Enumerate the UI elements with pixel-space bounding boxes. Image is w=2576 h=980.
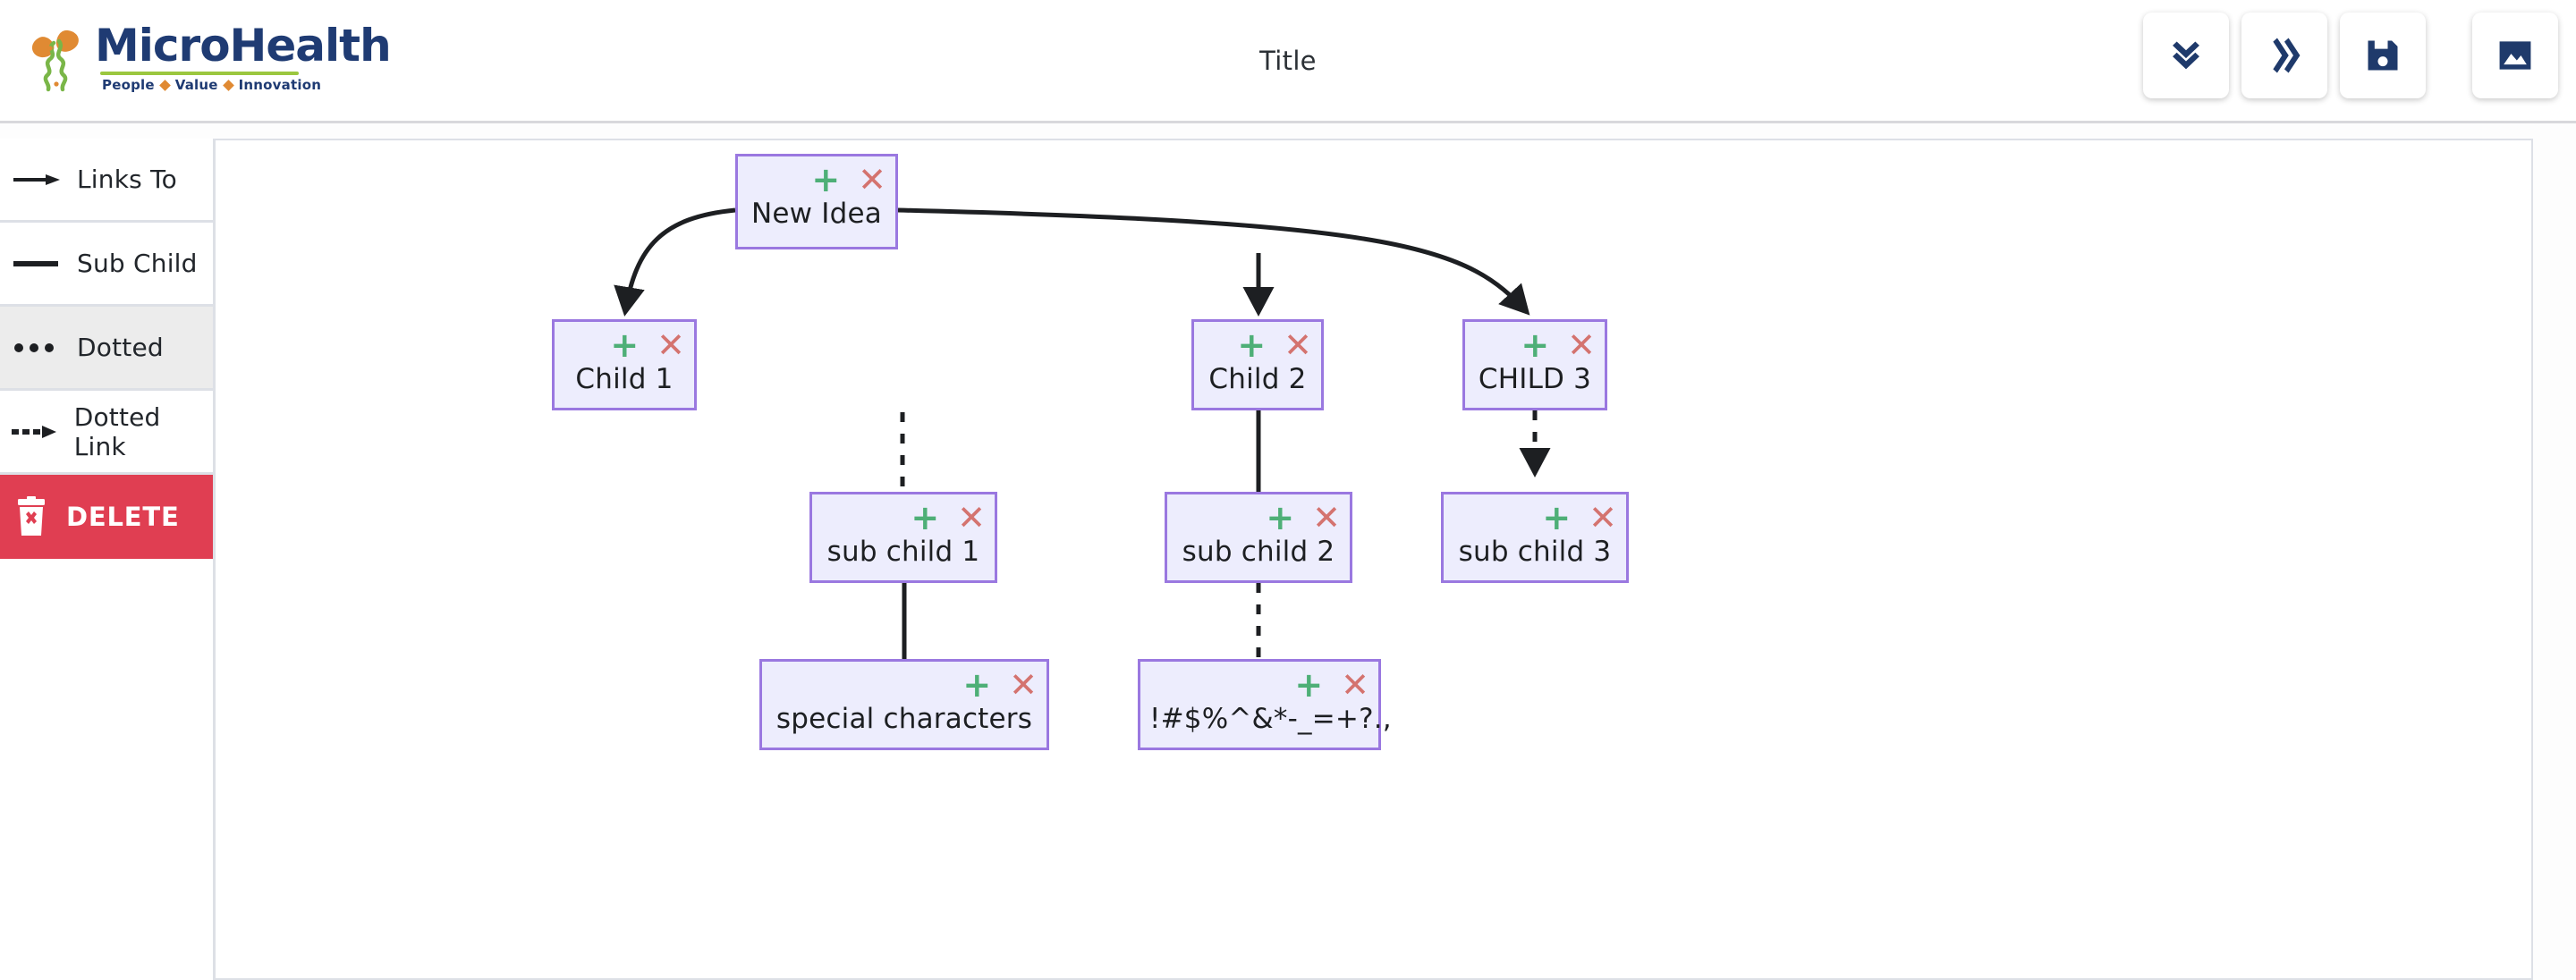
node-label: Child 2 (1208, 363, 1307, 395)
mindmap-node-child2[interactable]: + ✕ Child 2 (1191, 319, 1324, 410)
node-toolbar: + ✕ (1294, 667, 1369, 703)
edge-root-child3 (897, 207, 1530, 316)
mindmap-canvas[interactable]: + ✕ New Idea + ✕ Child 1 + ✕ Child 2 + ✕ (216, 139, 2533, 980)
collapse-all-button[interactable] (2143, 13, 2229, 98)
solid-line-icon (9, 254, 64, 274)
logo-tagline-value: Value (174, 77, 218, 93)
delete-node-icon[interactable]: ✕ (1284, 325, 1312, 365)
sidebar-item-label: Sub Child (77, 249, 198, 278)
node-toolbar: + ✕ (962, 667, 1038, 703)
add-child-icon[interactable]: + (1294, 665, 1324, 705)
add-child-icon[interactable]: + (610, 325, 640, 365)
add-child-icon[interactable]: + (1237, 325, 1267, 365)
node-toolbar: + ✕ (610, 327, 685, 363)
logo-wordmark: MicroHealth (95, 20, 392, 72)
add-child-icon[interactable]: + (1521, 325, 1550, 365)
export-image-button[interactable] (2472, 13, 2558, 98)
node-label: sub child 2 (1182, 536, 1335, 568)
logo-tagline-people: People (102, 77, 155, 93)
logo-tagline-innovation: Innovation (238, 77, 322, 93)
mindmap-node-root[interactable]: + ✕ New Idea (735, 154, 898, 249)
node-toolbar: + ✕ (811, 162, 886, 198)
delete-node-icon[interactable]: ✕ (1009, 665, 1038, 705)
dotted-arrow-icon (9, 422, 62, 442)
logo-rule (100, 72, 299, 75)
delete-node-icon[interactable]: ✕ (1312, 498, 1341, 537)
caduceus-logo-icon (31, 30, 79, 92)
node-label: sub child 1 (826, 536, 980, 568)
node-toolbar: + ✕ (911, 500, 986, 536)
diamond-icon (158, 79, 171, 91)
sidebar-item-label: Dotted Link (73, 401, 161, 461)
sidebar-item-label: Dotted (77, 333, 164, 362)
mindmap-node-subchild2[interactable]: + ✕ sub child 2 (1165, 492, 1352, 583)
double-chevron-right-icon (2273, 38, 2301, 73)
sidebar-item-links-to[interactable]: Links To (0, 139, 213, 223)
mindmap-node-subchild1[interactable]: + ✕ sub child 1 (809, 492, 997, 583)
sidebar-item-sub-child[interactable]: Sub Child (0, 223, 213, 307)
node-label: !#$%^&*-_=+?., (1149, 703, 1392, 735)
edge-root-child1 (614, 207, 736, 317)
trash-icon (13, 496, 50, 537)
node-label: sub child 3 (1458, 536, 1612, 568)
add-child-icon[interactable]: + (911, 498, 940, 537)
sidebar-item-dotted[interactable]: Dotted (0, 307, 213, 391)
mindmap-node-symbols[interactable]: + ✕ !#$%^&*-_=+?., (1138, 659, 1392, 750)
add-child-icon[interactable]: + (1542, 498, 1572, 537)
delete-node-icon[interactable]: ✕ (657, 325, 685, 365)
save-button[interactable] (2340, 13, 2426, 98)
header-toolbar (2143, 13, 2558, 98)
delete-node-icon[interactable]: ✕ (1589, 498, 1617, 537)
diamond-icon (222, 79, 234, 91)
node-label: CHILD 3 (1478, 363, 1592, 395)
add-child-icon[interactable]: + (811, 160, 841, 199)
node-toolbar: + ✕ (1542, 500, 1617, 536)
node-label: Child 1 (575, 363, 674, 395)
toolbar-spacer (2438, 13, 2460, 98)
node-toolbar: + ✕ (1237, 327, 1312, 363)
mindmap-node-special-characters[interactable]: + ✕ special characters (759, 659, 1049, 750)
sidebar-item-label: Links To (77, 165, 177, 194)
sidebar-item-delete[interactable]: DELETE (0, 475, 213, 559)
save-floppy-icon (2368, 40, 2398, 71)
logo-tagline: People Value Innovation (102, 77, 391, 93)
edge-type-sidebar: Links To Sub Child Dotted (0, 139, 216, 980)
microhealth-logo: MicroHealth People Value Innovation (27, 20, 392, 106)
app-header: MicroHealth People Value Innovation Titl… (0, 0, 2576, 123)
sidebar-item-dotted-link[interactable]: Dotted Link (0, 391, 213, 475)
sidebar-item-label: DELETE (66, 502, 180, 532)
node-toolbar: + ✕ (1266, 500, 1341, 536)
node-label: special characters (775, 703, 1033, 735)
image-icon (2499, 41, 2531, 70)
delete-node-icon[interactable]: ✕ (858, 160, 886, 199)
node-toolbar: + ✕ (1521, 327, 1596, 363)
delete-node-icon[interactable]: ✕ (957, 498, 986, 537)
node-label: New Idea (751, 198, 882, 230)
expand-all-button[interactable] (2241, 13, 2327, 98)
dotted-line-icon (9, 338, 64, 358)
add-child-icon[interactable]: + (962, 665, 992, 705)
double-chevron-down-icon (2173, 41, 2199, 70)
mindmap-node-subchild3[interactable]: + ✕ sub child 3 (1441, 492, 1629, 583)
delete-node-icon[interactable]: ✕ (1567, 325, 1596, 365)
mindmap-node-child3[interactable]: + ✕ CHILD 3 (1462, 319, 1607, 410)
edge-layer (614, 207, 1551, 659)
delete-node-icon[interactable]: ✕ (1341, 665, 1369, 705)
mindmap-node-child1[interactable]: + ✕ Child 1 (552, 319, 697, 410)
solid-arrow-icon (9, 170, 64, 190)
add-child-icon[interactable]: + (1266, 498, 1295, 537)
